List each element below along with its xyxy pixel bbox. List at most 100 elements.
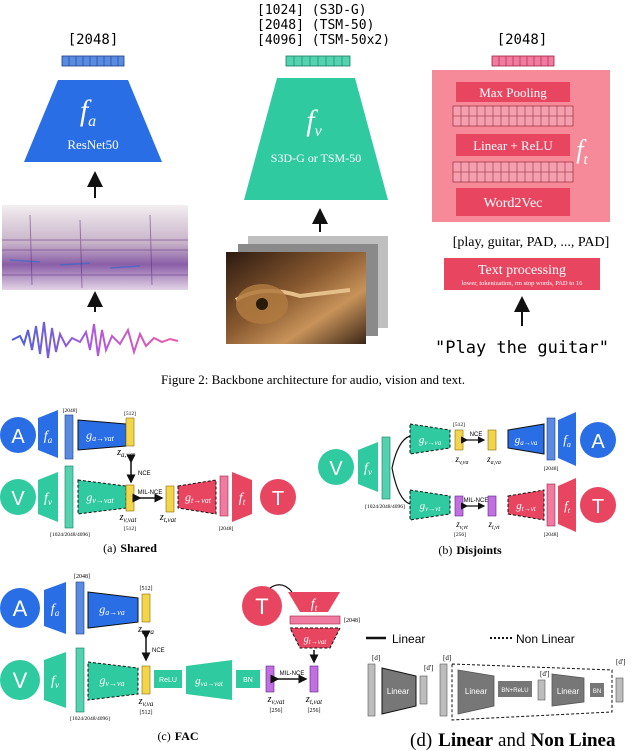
fac-g-vva-block (87, 661, 139, 701)
shared-video-node (0, 479, 36, 515)
shared-dim-512a: [512] (124, 411, 136, 417)
disjoint-zvvt-vector (454, 495, 464, 517)
disjoint-g-vvt-label: gv→vt (420, 500, 442, 513)
fac-video-vector (75, 647, 85, 713)
shared-audio-node (0, 417, 36, 453)
legend-lin2-label: Linear (557, 687, 580, 696)
disjoint-g-vva-label: gv→va (419, 434, 442, 447)
text-dim-label: [2048] (497, 32, 548, 48)
fac-text-node (242, 586, 282, 626)
shared-g-vvat-label: gv→vat (86, 490, 114, 505)
text-input-example: "Play the guitar" (435, 338, 609, 358)
fac-audio-node-label: A (13, 596, 28, 621)
legend-linear-block-label: Linear (387, 687, 410, 696)
fac-nce-label: NCE (152, 648, 165, 654)
fac-video-node (0, 660, 40, 700)
fac-ztvat-vector (309, 665, 319, 693)
disjoint-dim-t: [2048] (544, 532, 559, 538)
fac-fa-symbol: fa (51, 602, 60, 618)
video-backbone: [1024] (S3D-G) [2048] (TSM-50) [4096] (T… (226, 3, 390, 344)
fac-text-vector (289, 615, 341, 625)
panel-shared: A fa [2048] ga→vat [512] za,vat NCE V fv… (0, 408, 296, 555)
legend-in-vector-2 (439, 663, 448, 717)
disjoint-audio-vector (546, 417, 556, 461)
fac-fv-block (44, 652, 66, 708)
shared-ft-block (232, 472, 252, 522)
fac-fa-block (44, 582, 66, 634)
shared-fv-symbol: fv (44, 491, 52, 507)
disjoint-z-vvt: zv,vt (455, 519, 468, 531)
fac-fv-symbol: fv (51, 674, 59, 690)
shared-zv-vector (125, 484, 135, 512)
fac-g-vva-label: gv→va (99, 673, 124, 688)
shared-g-tvat-block (177, 479, 217, 515)
disjoint-z-ava: za,va (486, 454, 501, 466)
disjoint-fa-symbol: fa (563, 432, 571, 449)
shared-za-vector (125, 417, 135, 447)
fac-caption: (c)FAC (157, 729, 198, 743)
disjoint-fv-block (358, 442, 378, 492)
audio-encoder-name: ResNet50 (67, 137, 118, 152)
fac-dim-256b: [256] (308, 708, 321, 714)
audio-backbone: [2048] fa ResNet50 (2, 32, 188, 359)
max-pooling-label: Max Pooling (479, 85, 547, 100)
shared-audio-vector (64, 414, 74, 460)
panel-fac: A fa [2048] ga→va [512] za,va NCE V fv [… (0, 574, 360, 743)
fac-audio-node (0, 588, 40, 628)
fac-audio-vector (75, 581, 85, 635)
legend-d-mid: [d'] (540, 670, 549, 678)
disjoint-audio-node (580, 422, 616, 458)
token-list: [play, guitar, PAD, ..., PAD] (453, 235, 610, 250)
fac-dim-512b: [512] (140, 710, 153, 716)
video-dim-1: [1024] (S3D-G) (257, 3, 367, 18)
word2vec-block (456, 188, 570, 216)
audio-encoder-trapezoid (24, 80, 162, 162)
disjoint-ft-symbol: ft (564, 498, 571, 515)
fac-z-tvat: zt,vat (305, 694, 323, 706)
disjoint-dim-v: [1024/2048/4096] (365, 504, 405, 510)
disjoint-branch-top (391, 435, 411, 469)
fac-zvva-vector (141, 665, 151, 695)
shared-dim-t: [2048] (219, 526, 234, 532)
fac-video-node-label: V (13, 668, 28, 693)
shared-video-vector (64, 465, 74, 529)
disjoint-dim-256a: [256] (454, 532, 466, 538)
fac-bn-label: BN (243, 677, 253, 684)
disjoint-text-vector (546, 483, 556, 527)
disjoint-zava-vector (487, 429, 497, 451)
disjoint-video-node (318, 449, 354, 485)
shared-text-node (260, 479, 296, 515)
legend-d-in: [d] (372, 654, 380, 662)
text-feature-vector (491, 55, 555, 67)
legend-d-out: [d'] (424, 664, 433, 672)
fac-z-vva: zv,va (138, 696, 154, 708)
disjoint-caption: (b)Disjoints (438, 543, 502, 557)
word2vec-label: Word2Vec (484, 196, 543, 211)
legend-out-vector (419, 675, 428, 705)
disjoint-nce-label: NCE (470, 432, 483, 438)
disjoint-video-node-label: V (329, 458, 343, 480)
fac-g-tvat-label: gt→vat (304, 634, 328, 646)
shared-g-avat-label: ga→vat (86, 428, 115, 443)
fac-dim-v: [1024/2048/4096] (70, 716, 110, 722)
disjoint-dim-512a: [512] (453, 422, 465, 428)
legend-bnrelu-label: BN+ReLU (501, 688, 528, 694)
legend-lin1-block (457, 669, 495, 715)
audio-waveform (11, 321, 179, 359)
shared-dim-v: [1024/2048/4096] (50, 532, 90, 538)
disjoint-video-vector (381, 436, 391, 500)
legend-out-vector-2 (615, 677, 624, 703)
shared-dim-512v: [512] (124, 526, 136, 532)
text-processing-note: lower, tokenization, rm stop words, PAD … (462, 280, 584, 287)
disjoint-zvva-vector (454, 429, 464, 451)
audio-dim-label: [2048] (68, 32, 119, 48)
shared-fa-block (38, 410, 58, 458)
fac-text-connector (269, 584, 293, 593)
legend-d-in2: [d] (443, 654, 451, 662)
text-processing-label: Text processing (478, 263, 566, 278)
legend-bn-block (590, 683, 604, 697)
legend-lin2-block (551, 673, 585, 707)
fac-dim-2048t: [2048] (344, 618, 360, 624)
